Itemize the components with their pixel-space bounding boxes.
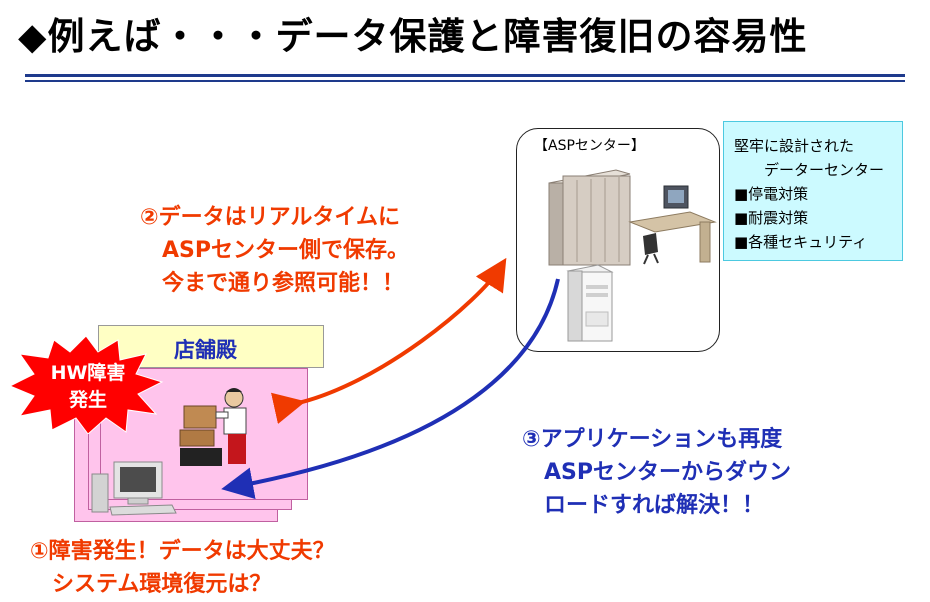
step3-callout: ③アプリケーションも再度 ASPセンターからダウン ロードすれば解決！！ (522, 427, 791, 518)
datacenter-info-box: 堅牢に設計された データーセンター ■停電対策 ■耐震対策 ■各種セキュリティ (723, 121, 903, 261)
office-desk-icon (628, 185, 717, 265)
worker-icon (179, 388, 247, 466)
failure-burst-label: HW障害 発生 (50, 362, 126, 411)
slide-title: ◆例えば・・・データ保護と障害復旧の容易性 (18, 15, 808, 58)
title-rule-top (25, 74, 905, 77)
server-rack-icon (548, 169, 631, 266)
red-sync-arrow (271, 257, 507, 424)
tower-server-icon (566, 264, 614, 342)
blue-download-arrow (221, 278, 560, 500)
step1-callout: ①障害発生！データは大丈夫？ システム環境復元は？ (30, 539, 335, 597)
desktop-pc-icon (91, 461, 177, 516)
title-rule-bottom (25, 80, 905, 82)
store-label: 店舗殿 (174, 338, 237, 362)
asp-center-label: 【ASPセンター】 (534, 138, 645, 154)
explosion-burst-icon (8, 335, 164, 434)
